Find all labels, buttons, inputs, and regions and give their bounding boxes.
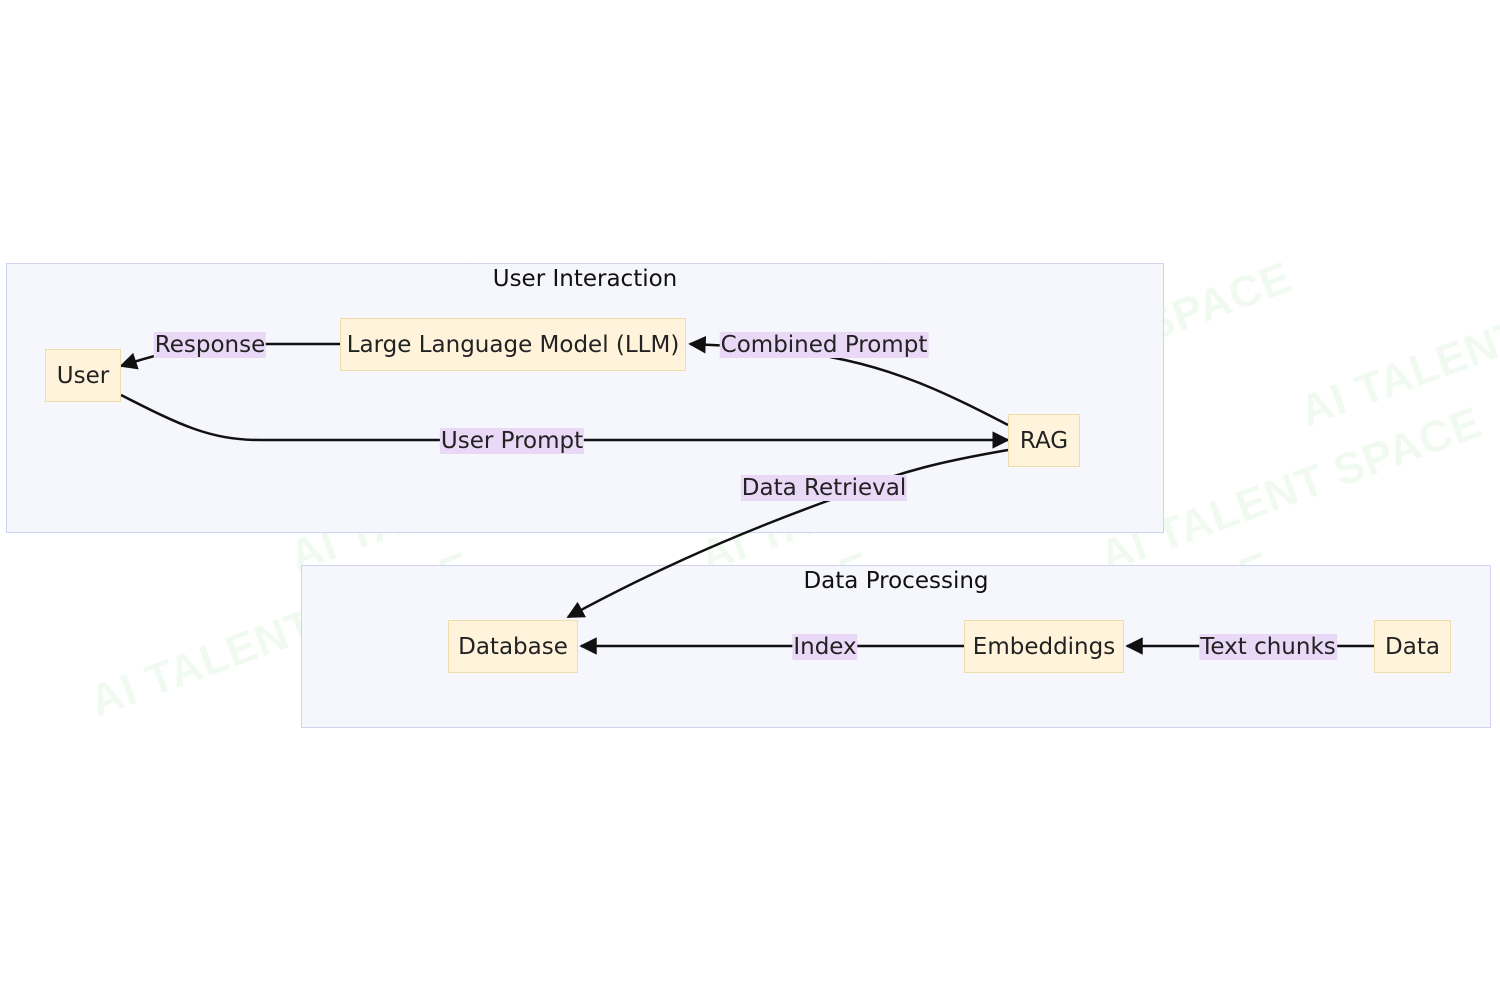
edge-label-user-prompt: User Prompt (439, 428, 585, 454)
edge-label-index: Index (792, 634, 858, 660)
edge-label-data-retrieval: Data Retrieval (740, 475, 908, 501)
cluster-title: Data Processing (803, 568, 989, 594)
edge-user-prompt (120, 393, 1010, 449)
node-embeddings: Embeddings (964, 620, 1124, 673)
node-rag: RAG (1008, 414, 1080, 467)
edge-label-combined-prompt: Combined Prompt (719, 332, 929, 358)
cluster-user-interaction: User Interaction (6, 263, 1164, 533)
node-llm: Large Language Model (LLM) (340, 318, 686, 371)
cluster-title: User Interaction (492, 266, 678, 292)
edge-label-text-chunks: Text chunks (1199, 634, 1337, 660)
node-data: Data (1374, 620, 1451, 673)
edge-data-retrieval (566, 448, 1009, 619)
node-user: User (45, 349, 121, 402)
node-database: Database (448, 620, 578, 673)
edge-label-response: Response (153, 332, 267, 358)
